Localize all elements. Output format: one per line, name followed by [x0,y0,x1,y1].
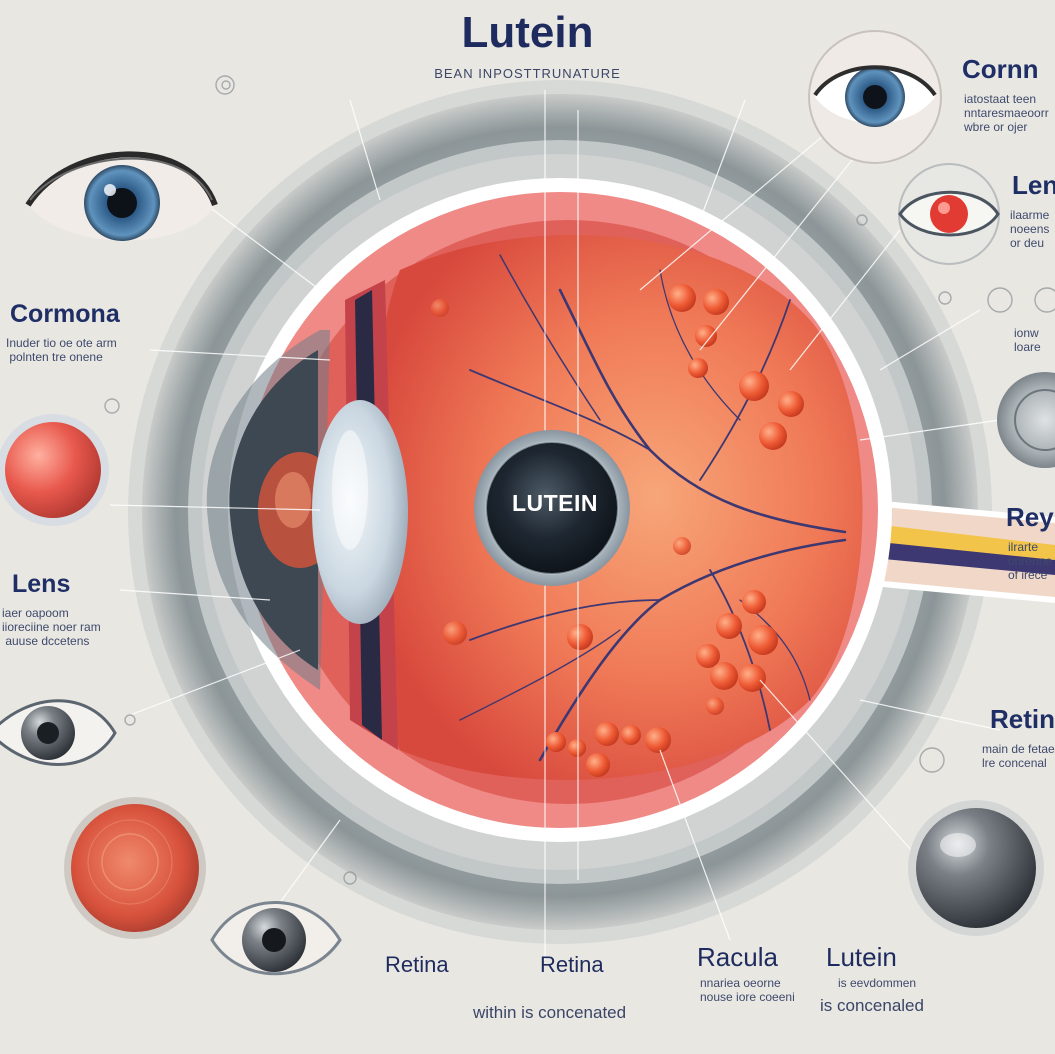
bottom-within-caption: within is concenated [473,1003,627,1022]
left-macula-disc [64,797,206,939]
bottom-macula-description: nnariea oeorne nouse iore coeeni [700,976,795,1004]
left-lens-sphere [0,414,109,526]
bottom-lutein-description: is eevdommen [838,976,917,990]
central-lutein-disc [474,430,630,586]
right-cornea-heading: Cornn [962,54,1039,84]
right-lens-eye [898,163,1000,265]
right-lens-heading: Len [1012,170,1055,200]
blood-vessels [459,254,847,762]
left-lens-description: iaer oapoom iioreciine noer ram auuse dc… [2,606,101,648]
optic-nerve [839,497,1055,603]
right-rey-description: ilrarte onrenne of irece [1008,540,1053,582]
page-subtitle: BEAN INPOSTTRUNATURE [434,66,621,81]
central-lutein-label: LUTEIN [511,490,599,516]
right-dark-sphere [908,800,1044,936]
left-eye-illustration [25,151,218,241]
right-eye-illustration [808,30,942,164]
left-small-eye [0,699,117,766]
decorative-dots [104,75,1055,885]
bottom-retina-label-b: Retina [540,952,604,977]
left-cornea-description: Inuder tio oe ote arm polnten tre onene [6,336,117,364]
right-lens-description: ilaarme noeens or deu [1010,208,1050,250]
right-rey-heading: Rey [1006,502,1054,532]
bottom-retina-label-a: Retina [385,952,449,977]
left-cornea-heading: Cormona [10,300,120,328]
page-title: Lutein [461,8,594,57]
bottom-racula-label: Racula [697,942,778,972]
bottom-small-eye [210,901,342,976]
right-mid-description: ionw loare [1014,326,1041,354]
lutein-dots [431,284,804,777]
right-retina-heading: Retin [990,704,1055,734]
bottom-lutein-label: Lutein [826,942,897,972]
left-lens-heading: Lens [12,570,71,598]
right-grey-disc [997,372,1055,468]
right-cornea-description: iatostaat teen nntaresmaeoorr wbre or oj… [964,92,1049,134]
right-retina-description: main de fetae lre concenal [982,742,1055,770]
bottom-concentrated-caption: is concenaled [820,996,924,1015]
